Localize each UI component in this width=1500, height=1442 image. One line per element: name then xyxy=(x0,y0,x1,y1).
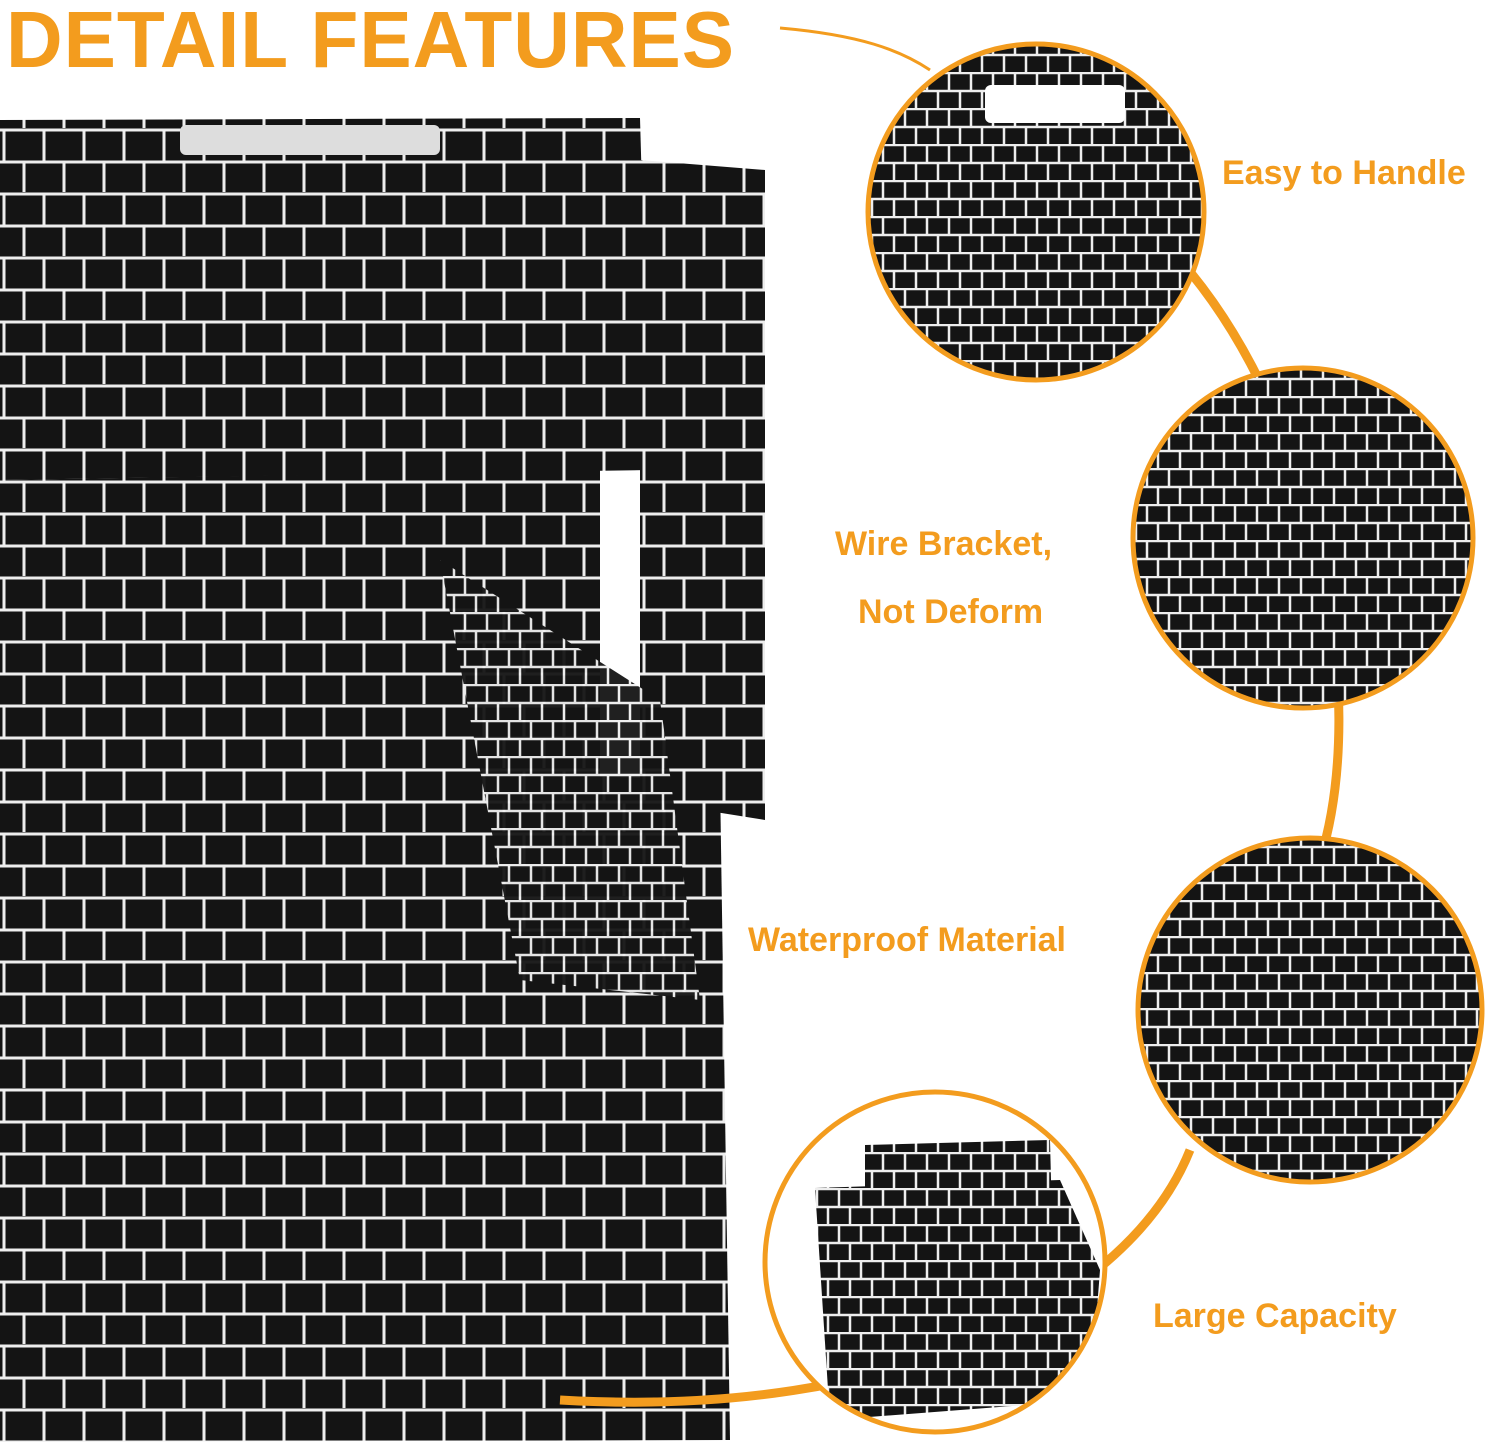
connector-arc xyxy=(779,26,931,72)
feature-label-large-capacity: Large Capacity xyxy=(1153,1297,1397,1335)
closeup-large-capacity xyxy=(762,1089,1108,1435)
feature-label-waterproof: Waterproof Material xyxy=(748,921,1067,959)
page-title: DETAIL FEATURES xyxy=(6,0,736,84)
closeup-wire-bracket xyxy=(1130,365,1476,711)
feature-label-not-deform: Not Deform xyxy=(858,593,1044,631)
feature-label-easy-to-handle: Easy to Handle xyxy=(1222,154,1466,192)
closeup-waterproof xyxy=(1135,835,1485,1185)
closeup-easy-to-handle xyxy=(865,41,1207,383)
basket-stack-image xyxy=(0,118,765,1442)
feature-label-wire-bracket: Wire Bracket, xyxy=(835,525,1053,563)
